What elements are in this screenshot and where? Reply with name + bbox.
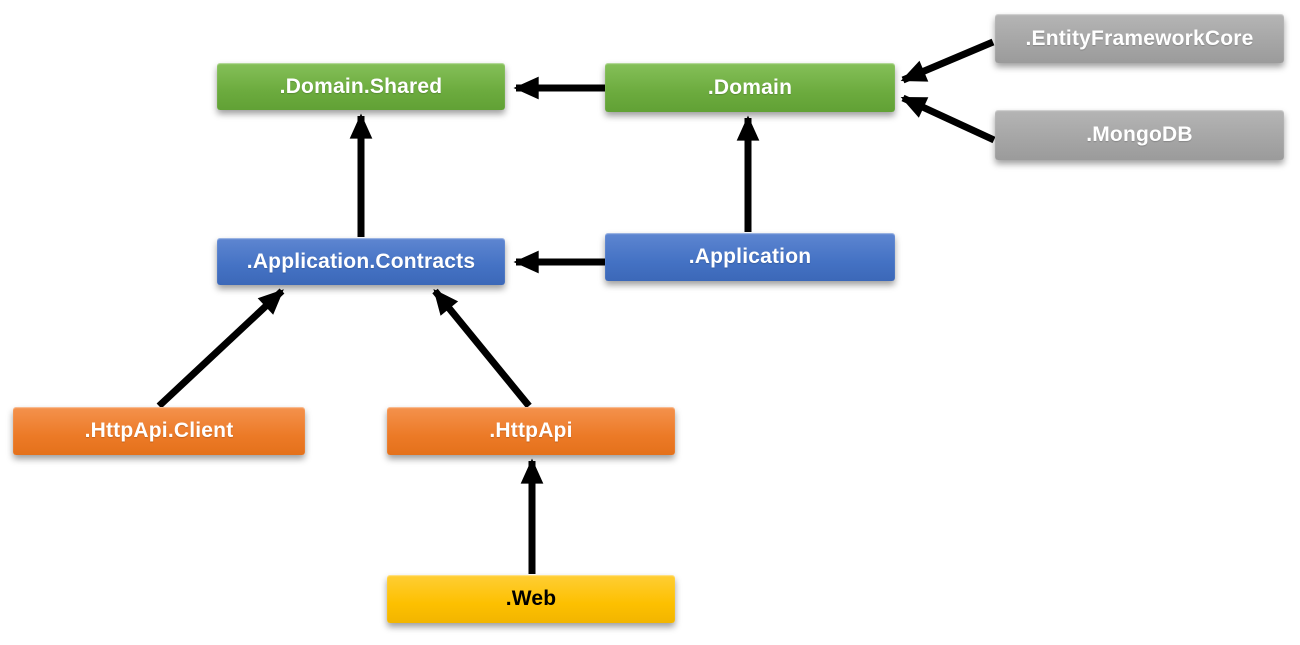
edge-entityframeworkcore-to-domain: [900, 38, 995, 84]
node-mongodb: .MongoDB: [995, 110, 1284, 160]
node-entityframeworkcore: .EntityFrameworkCore: [995, 14, 1284, 63]
node-domain: .Domain: [605, 63, 895, 112]
node-application: .Application: [605, 233, 895, 281]
node-domain-shared: .Domain.Shared: [217, 63, 505, 110]
node-httpapi: .HttpApi: [387, 407, 675, 455]
node-httpapi-client: .HttpApi.Client: [13, 407, 305, 455]
node-web: .Web: [387, 575, 675, 623]
edge-httpapi-to-application-contracts: [432, 288, 532, 409]
edge-mongodb-to-domain: [900, 94, 996, 144]
node-application-contracts: .Application.Contracts: [217, 238, 505, 285]
edge-httpapi-client-to-application-contracts: [156, 288, 285, 409]
